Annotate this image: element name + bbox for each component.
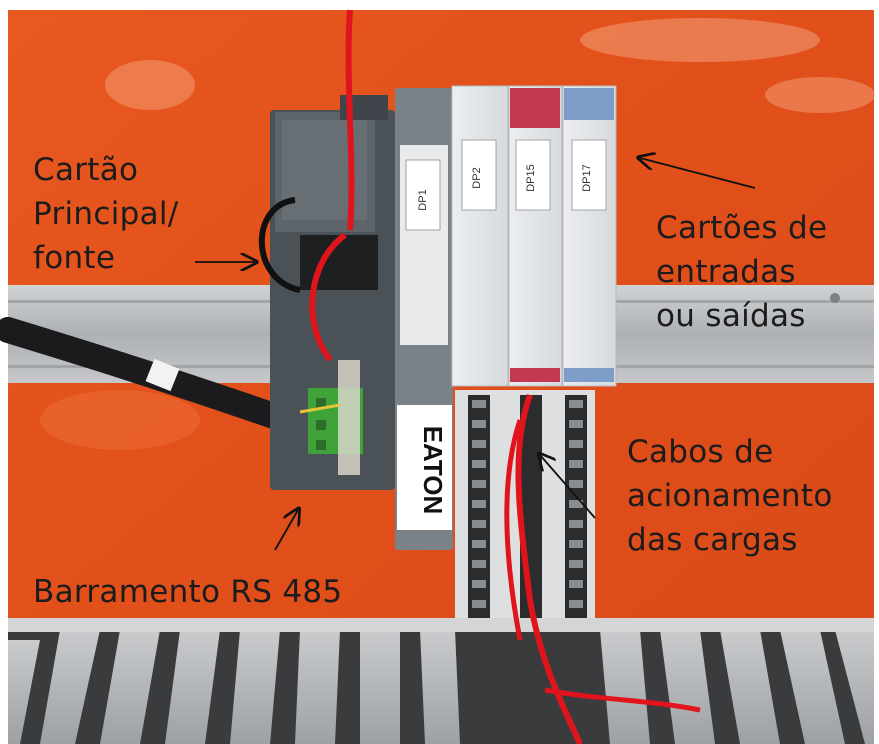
svg-text:DP2: DP2 (471, 167, 483, 188)
label-io-cards-line-2: entradas (656, 254, 796, 290)
label-main-card-line-1: Cartão (33, 152, 139, 188)
label-bus-text: Barramento RS 485 (33, 574, 343, 610)
label-cables: Cabos de acionamento das cargas (627, 430, 833, 562)
svg-text:DP17: DP17 (581, 164, 593, 192)
red-wire-top (345, 9, 355, 231)
label-io-cards: Cartões de entradas ou saídas (656, 206, 827, 338)
io-card-dp17 (562, 85, 617, 387)
label-io-cards-line-1: Cartões de (656, 210, 828, 246)
io-card-dp15 (508, 85, 563, 387)
svg-text:DP15: DP15 (525, 164, 537, 192)
label-main-card: Cartão Principal/ fonte (33, 148, 179, 280)
label-cables-line-3: das cargas (627, 522, 798, 558)
svg-text:DP1: DP1 (417, 189, 429, 210)
svg-text:EATON: EATON (418, 426, 448, 515)
red-wire-bottom (515, 393, 583, 744)
label-cables-line-2: acionamento (627, 478, 833, 514)
label-main-card-line-2: Principal/ (33, 196, 179, 232)
eaton-logo (397, 405, 452, 530)
label-bus: Barramento RS 485 (33, 570, 342, 614)
label-cables-line-1: Cabos de (627, 434, 774, 470)
label-io-cards-line-3: ou saídas (656, 298, 806, 334)
io-card-dp2 (451, 85, 509, 387)
label-main-card-line-3: fonte (33, 240, 116, 276)
rs485-cable (0, 317, 313, 438)
